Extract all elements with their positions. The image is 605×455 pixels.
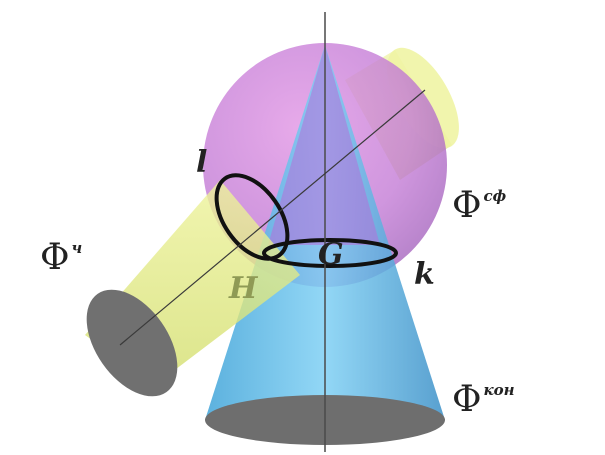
label-l: l — [196, 145, 208, 180]
curve-k — [262, 238, 398, 268]
label-k: k — [414, 257, 435, 292]
label-h: H — [229, 271, 258, 306]
label-g: G — [318, 237, 344, 272]
curve-l — [214, 173, 290, 261]
cylinder-axis — [119, 89, 426, 346]
